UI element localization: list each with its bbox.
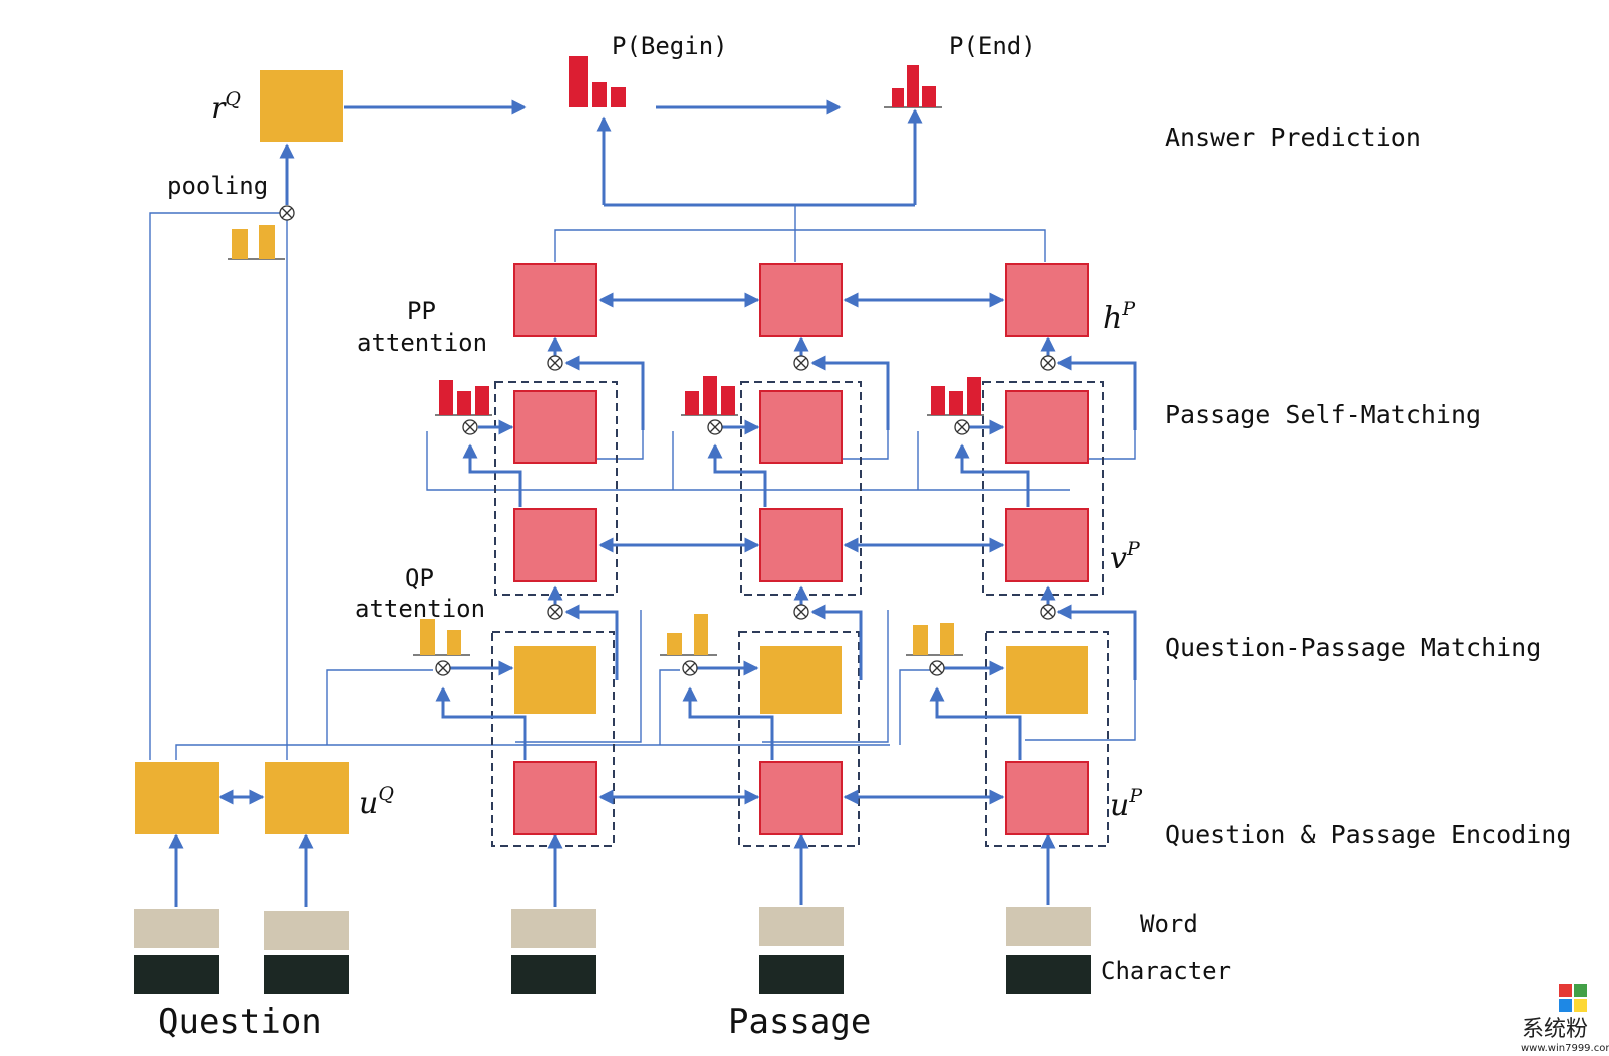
hp-row bbox=[513, 263, 1089, 337]
char-embeddings bbox=[134, 955, 1091, 994]
pp-attention-bars-3-icon bbox=[927, 377, 984, 416]
pooling-bars-icon bbox=[228, 225, 285, 260]
p-begin-bars-icon bbox=[569, 56, 626, 107]
word-emb-p3 bbox=[1006, 907, 1091, 946]
up-row bbox=[513, 761, 1089, 835]
vp-row bbox=[513, 508, 1089, 582]
watermark-logo bbox=[1559, 984, 1587, 1012]
rq-box bbox=[260, 70, 343, 142]
qp-box-1 bbox=[514, 646, 596, 714]
p-begin-label: P(Begin) bbox=[612, 32, 728, 60]
word-label: Word bbox=[1140, 910, 1198, 938]
thin-connectors bbox=[149, 205, 1136, 760]
char-emb-p1 bbox=[511, 955, 596, 994]
word-emb-q2 bbox=[264, 911, 349, 950]
pp-otimes-1-icon bbox=[462, 419, 478, 435]
layer-encoding: Question & Passage Encoding bbox=[1165, 820, 1571, 849]
word-emb-q1 bbox=[134, 909, 219, 948]
p-end-label: P(End) bbox=[949, 32, 1036, 60]
vp-box-2 bbox=[759, 508, 843, 582]
vp-box-1 bbox=[513, 508, 597, 582]
thick-arrows bbox=[168, 99, 1137, 907]
rq-label: rQ bbox=[211, 88, 241, 126]
word-emb-p2 bbox=[759, 907, 844, 946]
up-label: uP bbox=[1110, 785, 1143, 823]
pp-attention-label-line2: attention bbox=[357, 329, 487, 357]
hp-otimes-1-icon bbox=[547, 355, 563, 371]
char-emb-p3 bbox=[1006, 955, 1091, 994]
uq-row bbox=[135, 762, 349, 834]
vp-otimes-3-icon bbox=[1040, 604, 1056, 620]
p-end-bars-icon bbox=[884, 65, 942, 108]
up-box-1 bbox=[513, 761, 597, 835]
vp-otimes-2-icon bbox=[793, 604, 809, 620]
qp-otimes-2-icon bbox=[682, 660, 698, 676]
up-box-2 bbox=[759, 761, 843, 835]
qp-otimes-3-icon bbox=[929, 660, 945, 676]
pp-otimes-3-icon bbox=[954, 419, 970, 435]
hp-box-3 bbox=[1005, 263, 1089, 337]
pp-attention-label-line1: PP bbox=[407, 297, 436, 325]
pp-attention-bars-1-icon bbox=[435, 380, 492, 416]
sm-box-3 bbox=[1005, 390, 1089, 464]
qp-attention-label-line1: QP bbox=[405, 564, 434, 592]
char-emb-q1 bbox=[134, 955, 219, 994]
vp-otimes-1-icon bbox=[547, 604, 563, 620]
word-emb-p1 bbox=[511, 909, 596, 948]
word-embeddings bbox=[134, 907, 1091, 950]
qp-box-2 bbox=[760, 646, 842, 714]
passage-label: Passage bbox=[728, 1002, 871, 1042]
char-emb-q2 bbox=[264, 955, 349, 994]
qp-row bbox=[514, 646, 1088, 714]
watermark-text: 系统粉 bbox=[1522, 1017, 1588, 1042]
hp-box-2 bbox=[759, 263, 843, 337]
sm-box-1 bbox=[513, 390, 597, 464]
uq-box-1 bbox=[135, 762, 219, 834]
question-label: Question bbox=[158, 1002, 322, 1042]
pooling-label: pooling bbox=[167, 172, 268, 200]
qp-attention-bars-3-icon bbox=[906, 623, 963, 656]
pp-otimes-2-icon bbox=[707, 419, 723, 435]
pooling-otimes-icon bbox=[279, 205, 295, 221]
hp-label: hP bbox=[1103, 298, 1136, 336]
up-box-3 bbox=[1005, 761, 1089, 835]
qp-otimes-1-icon bbox=[435, 660, 451, 676]
vp-box-3 bbox=[1005, 508, 1089, 582]
qp-attention-bars-2-icon bbox=[660, 614, 717, 656]
qp-box-3 bbox=[1006, 646, 1088, 714]
pp-attention-bars-2-icon bbox=[681, 376, 738, 416]
uq-label: uQ bbox=[359, 783, 394, 821]
layer-answer-prediction: Answer Prediction bbox=[1165, 123, 1421, 152]
char-emb-p2 bbox=[759, 955, 844, 994]
layer-qp-matching: Question-Passage Matching bbox=[1165, 633, 1541, 662]
layer-self-matching: Passage Self-Matching bbox=[1165, 400, 1481, 429]
qp-attention-bars-1-icon bbox=[413, 619, 470, 656]
watermark-url: www.win7999.com bbox=[1521, 1043, 1609, 1054]
uq-box-2 bbox=[265, 762, 349, 834]
hp-box-1 bbox=[513, 263, 597, 337]
sm-box-2 bbox=[759, 390, 843, 464]
vp-label: vP bbox=[1110, 538, 1141, 576]
character-label: Character bbox=[1101, 957, 1231, 985]
hp-otimes-2-icon bbox=[793, 355, 809, 371]
qp-attention-label-line2: attention bbox=[355, 595, 485, 623]
self-matching-row bbox=[513, 390, 1089, 464]
hp-otimes-3-icon bbox=[1040, 355, 1056, 371]
